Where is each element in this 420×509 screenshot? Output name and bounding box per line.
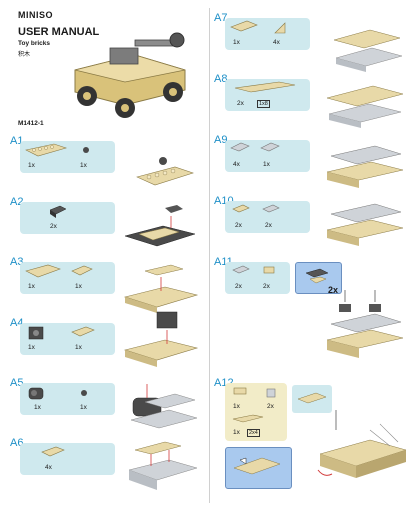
parts-panel-a5: 1x 1x	[20, 383, 115, 415]
light-brick-part	[263, 205, 279, 217]
parts-panel-a12: 1x 2x 1x 2x4	[225, 383, 287, 441]
parts-panel-a4: 1x 1x	[20, 323, 115, 355]
qty-a8-1: 2x	[237, 100, 244, 107]
qty-a11-2: 2x	[263, 283, 270, 290]
build-a4-illustration	[125, 310, 200, 370]
brand-name: MINISO	[18, 10, 53, 20]
tan-long-plate-part	[235, 82, 295, 94]
build-a2-illustration	[125, 208, 197, 253]
parts-panel-a2: 2x	[20, 202, 115, 234]
qty-a7-1: 1x	[233, 39, 240, 46]
build-a1-illustration	[135, 155, 195, 190]
qty-a9-1: 4x	[233, 161, 240, 168]
qty-a5-2: 1x	[80, 404, 87, 411]
tan-tile-part	[263, 266, 275, 276]
size-a8: 1x8	[257, 100, 270, 108]
build-a7-illustration	[330, 20, 405, 75]
tan-plate-small-part	[42, 447, 64, 459]
build-a5-illustration	[125, 380, 200, 435]
tan-plate-part	[296, 391, 328, 407]
size-a12: 2x4	[247, 429, 260, 437]
parts-panel-a1: 1x 1x	[20, 141, 115, 173]
qty-a4-1: 1x	[28, 344, 35, 351]
qty-a12-3: 1x	[233, 429, 240, 436]
tan-slope-part	[273, 21, 287, 35]
build-a12-illustration	[310, 410, 410, 500]
qty-a12-1: 1x	[233, 403, 240, 410]
tan-plate-part	[231, 21, 257, 35]
parts-panel-a6: 4x	[20, 443, 115, 475]
qty-a11-1: 2x	[235, 283, 242, 290]
sub-assembly-panel-a12-top	[292, 385, 332, 413]
tan-plate-small-part	[72, 266, 92, 278]
manual-subtitle: Toy bricks	[18, 40, 50, 47]
parts-panel-a3: 1x 1x	[20, 262, 115, 294]
parts-panel-a11: 2x 2x	[225, 262, 290, 294]
light-brick-part	[233, 266, 249, 278]
build-a6-illustration	[125, 440, 200, 495]
qty-a1-1: 1x	[28, 162, 35, 169]
build-a8-illustration	[325, 80, 405, 130]
qty-a5-1: 1x	[34, 404, 41, 411]
dark-brick-part	[50, 206, 66, 218]
tan-tile-part	[233, 387, 247, 397]
qty-a7-2: 4x	[273, 39, 280, 46]
qty-a12-2: 2x	[267, 403, 274, 410]
tan-plate-part	[26, 144, 66, 158]
round-stud-part	[82, 146, 90, 154]
build-a3-illustration	[125, 265, 200, 315]
qty-a9-2: 1x	[263, 161, 270, 168]
parts-panel-a9: 4x 1x	[225, 140, 310, 172]
light-clip-part	[265, 387, 277, 399]
parts-panel-a8: 2x 1x8	[225, 79, 310, 111]
qty-a10-1: 2x	[235, 222, 242, 229]
tan-plate-small-part	[72, 327, 94, 339]
qty-a3-2: 1x	[75, 283, 82, 290]
dark-brick-part	[304, 267, 330, 285]
tan-brick-part	[233, 205, 249, 217]
qty-a1-2: 1x	[80, 162, 87, 169]
build-a10-illustration	[325, 200, 405, 250]
qty-a10-2: 2x	[265, 222, 272, 229]
qty-a2-1: 2x	[50, 223, 57, 230]
build-a9-illustration	[325, 142, 405, 192]
dark-cylinder-part	[28, 385, 46, 401]
dark-engine-part	[28, 325, 46, 341]
light-plate-part	[231, 143, 249, 155]
tan-plate-part	[26, 265, 60, 279]
sub-assembly-qty-a11: 2x	[328, 285, 338, 295]
parts-panel-a7: 1x 4x	[225, 18, 310, 50]
round-stud-part	[80, 389, 88, 397]
light-plate-part	[261, 143, 279, 155]
qty-a4-2: 1x	[75, 344, 82, 351]
qty-a3-1: 1x	[28, 283, 35, 290]
tan-plate-part	[233, 415, 263, 425]
manual-subtitle-cn: 积木	[18, 49, 30, 58]
parts-panel-a10: 2x 2x	[225, 201, 310, 233]
tan-plate-part	[232, 456, 282, 480]
qty-a6-1: 4x	[45, 464, 52, 471]
build-a11-illustration	[325, 300, 405, 370]
column-divider	[209, 8, 210, 503]
sub-assembly-panel-a12-bottom	[225, 447, 292, 489]
model-number: M1412-1	[18, 120, 44, 127]
vehicle-illustration	[65, 30, 195, 120]
